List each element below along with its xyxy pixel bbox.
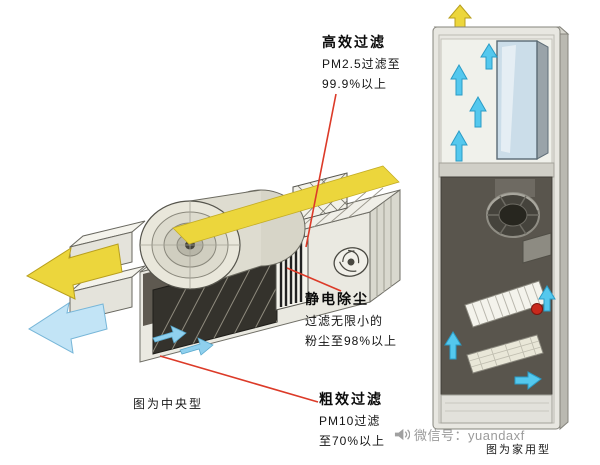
hepa-detail-line: PM2.5过滤至 <box>322 57 401 71</box>
central-unit-illustration <box>25 165 401 363</box>
warm-air-out-arrow <box>25 243 123 300</box>
hepa-pleated-filter <box>464 280 548 328</box>
cool-air-flow-arrows <box>444 285 556 391</box>
annotation-hepa: 高效过滤 PM2.5过滤至 99.9%以上 <box>322 32 401 92</box>
household-unit-illustration <box>432 4 570 431</box>
cool-air-up-arrows <box>450 43 498 162</box>
cool-air-out-arrow <box>28 301 108 354</box>
tower-top-compartment <box>440 38 553 164</box>
annotation-coarse: 粗效过滤 PM10过滤 至70%以上 <box>319 389 385 449</box>
annotation-esp: 静电除尘 过滤无限小的 粉尘至98%以上 <box>305 289 397 349</box>
esp-detail-line: 过滤无限小的 <box>305 314 384 328</box>
right-end-face <box>369 189 401 303</box>
coarse-title: 粗效过滤 <box>319 391 383 407</box>
coarse-detail-line: PM10过滤 <box>319 414 381 428</box>
hepa-detail-line: 99.9%以上 <box>322 77 388 91</box>
tower-divider <box>438 162 555 178</box>
esp-module <box>522 232 552 264</box>
intake-arrow <box>179 337 214 356</box>
esp-detail-line: 粉尘至98%以上 <box>305 334 398 348</box>
wechat-label: 微信号：yuandaxf <box>414 428 525 443</box>
caption-central-unit: 图为中央型 <box>133 397 204 411</box>
coarse-detail-line: 至70%以上 <box>319 434 386 448</box>
wechat-footer: 微信号：yuandaxf <box>393 425 525 444</box>
tower-base <box>440 394 553 424</box>
turbo-fan <box>486 192 540 238</box>
hepa-title: 高效过滤 <box>322 34 386 50</box>
megaphone-icon <box>394 428 410 441</box>
warm-air-band <box>172 165 400 245</box>
tower-lower-compartment <box>440 176 556 396</box>
caption-household-unit: 图为家用型 <box>486 444 551 456</box>
motor-indicator <box>531 303 543 315</box>
coarse-filter-panel <box>466 334 544 374</box>
intake-arrow <box>152 325 187 344</box>
esp-title: 静电除尘 <box>305 291 369 307</box>
exhaust-fan <box>333 247 369 277</box>
